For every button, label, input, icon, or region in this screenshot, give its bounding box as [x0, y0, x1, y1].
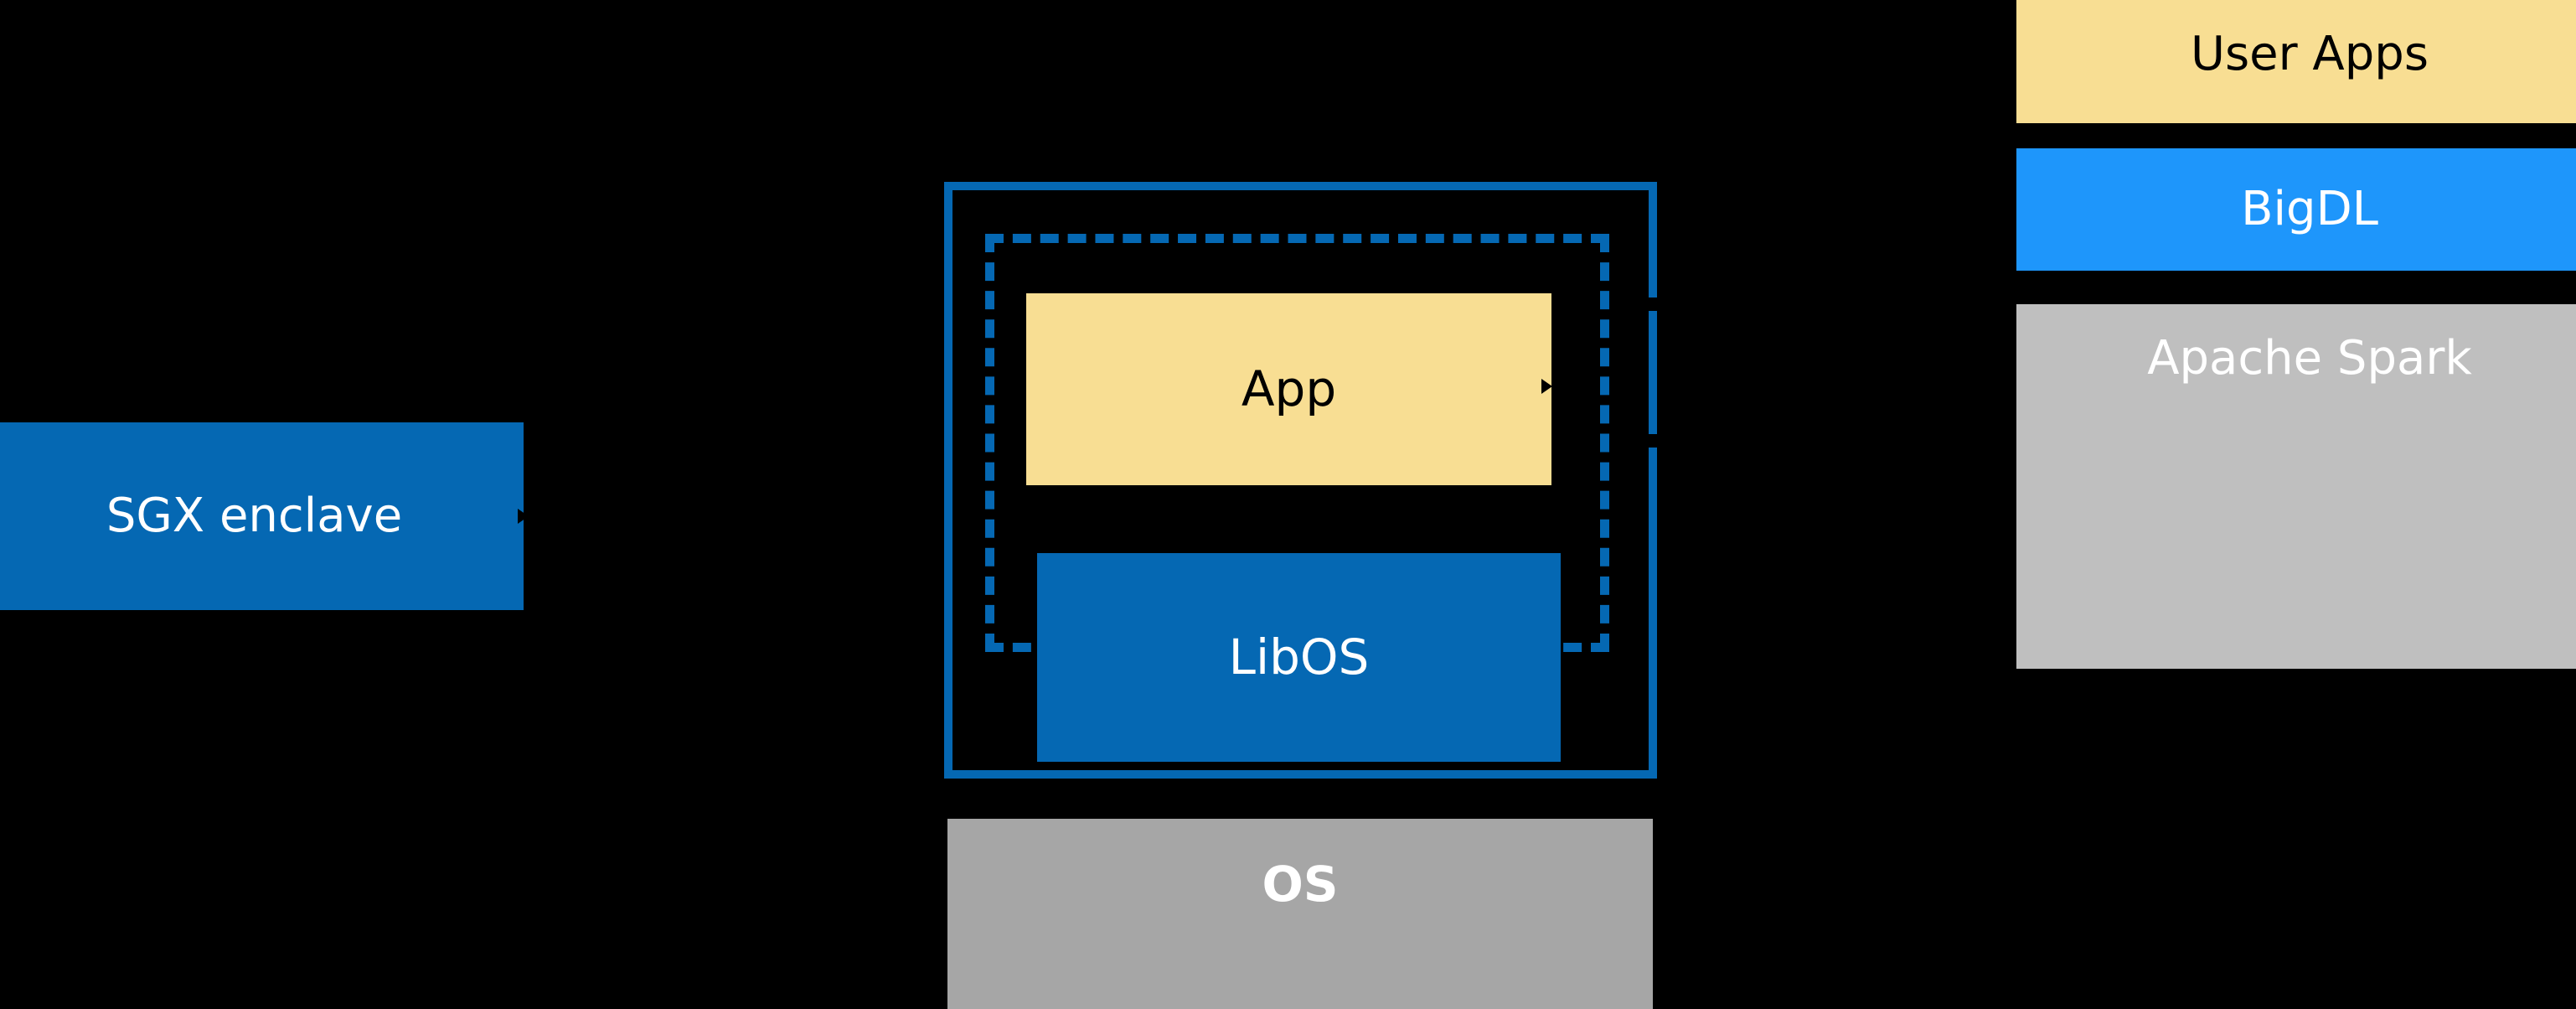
os-box[interactable]: OS	[947, 819, 1653, 1009]
app-box[interactable]: App	[1026, 293, 1551, 485]
apache-spark-label: Apache Spark	[2147, 331, 2472, 385]
os-label: OS	[1262, 856, 1339, 913]
bigdl-label: BigDL	[2241, 181, 2378, 236]
libos-box[interactable]: LibOS	[1037, 553, 1561, 762]
connector-notch-lower	[1646, 434, 1658, 448]
user-apps-label: User Apps	[2190, 27, 2429, 82]
sgx-enclave-box[interactable]: SGX enclave	[0, 422, 524, 610]
enclave-outer-boundary[interactable]	[944, 182, 1657, 779]
libos-label: LibOS	[1228, 629, 1370, 686]
user-apps-box[interactable]: User Apps	[2016, 0, 2576, 123]
app-arrowhead-right-icon	[1541, 379, 1552, 394]
app-label: App	[1241, 360, 1337, 418]
apache-spark-box[interactable]: Apache Spark	[2016, 304, 2576, 669]
connector-notch-upper	[1646, 298, 1658, 311]
bigdl-box[interactable]: BigDL	[2016, 148, 2576, 271]
sgx-enclave-label: SGX enclave	[106, 488, 403, 543]
arrowhead-right-icon	[518, 509, 529, 524]
